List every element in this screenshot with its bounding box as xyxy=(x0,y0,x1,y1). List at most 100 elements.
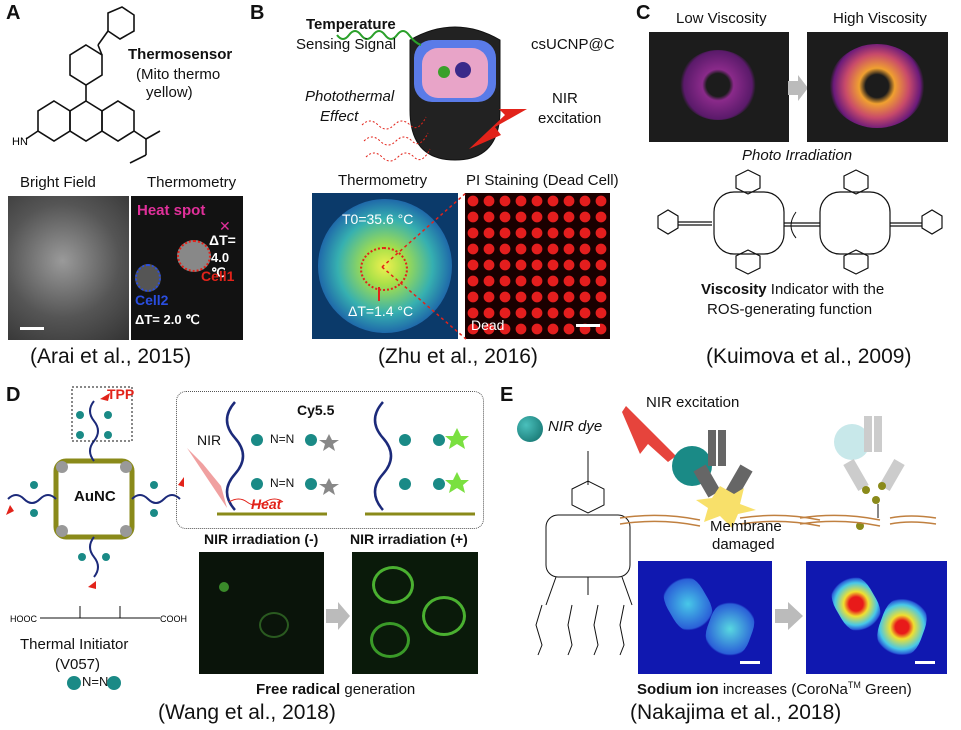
scale-bar xyxy=(20,327,44,330)
dt-arrow xyxy=(378,287,380,301)
v057-label: (V057) xyxy=(55,656,101,673)
citation-e: (Nakajima et al., 2018) xyxy=(630,701,842,724)
nir-dye-label: NIR dye xyxy=(548,418,603,435)
irradiation-plus-label: NIR irradiation (+) xyxy=(350,531,468,547)
panel-b-letter: B xyxy=(250,2,265,24)
membrane-line1: Membrane xyxy=(710,518,782,535)
azo-bead-right xyxy=(107,676,121,690)
sodium-caption: Sodium ion increases (CoroNaTM Green) xyxy=(637,680,912,698)
free-radical-rest: generation xyxy=(340,681,416,698)
sodium-image-after xyxy=(806,561,947,674)
low-viscosity-cell xyxy=(679,50,757,120)
sensing-signal-wave xyxy=(336,30,422,46)
scale-bar-b xyxy=(576,324,600,327)
tpp-label: TPP xyxy=(107,386,135,402)
photothermal-line1: Photothermal xyxy=(305,88,395,105)
azo-label-1: N=N xyxy=(270,432,295,446)
nir-arrow-b xyxy=(469,109,527,149)
tm-superscript: TM xyxy=(847,680,861,690)
pi-staining-image: Dead xyxy=(465,193,610,339)
thermosensor-structure: HN xyxy=(12,6,161,164)
membrane-line2: damaged xyxy=(712,536,775,553)
irradiation-minus-label: NIR irradiation (-) xyxy=(204,531,319,547)
zoom-lines-b xyxy=(381,192,467,340)
nir-label-d: NIR xyxy=(197,432,222,448)
svg-text:HOOC: HOOC xyxy=(10,614,38,624)
thermometry-image-b: T0=35.6 °C ΔT=1.4 °C xyxy=(312,193,458,339)
viscosity-rest: Indicator with the xyxy=(766,281,885,298)
high-viscosity-label: High Viscosity xyxy=(833,10,927,27)
hn-label: HN xyxy=(12,136,28,148)
sodium-rest: increases (CoroNa xyxy=(718,681,848,698)
free-radical-arrow xyxy=(326,602,350,630)
phthalocyanine-structure xyxy=(535,451,633,656)
svg-text:COOH: COOH xyxy=(160,614,187,624)
viscosity-bold: Viscosity xyxy=(701,281,767,298)
citation-c: (Kuimova et al., 2009) xyxy=(706,345,912,368)
thermometry-image-a: Heat spot ✕ ΔT= 4.0 ℃ Cell1 Cell2 ΔT= 2.… xyxy=(131,196,243,340)
mechanism-inset: N=N N=N Cy5.5 NIR Heat xyxy=(176,391,484,529)
citation-b: (Zhu et al., 2016) xyxy=(378,345,538,368)
cell1-outline xyxy=(177,240,211,272)
panel-a-letter: A xyxy=(6,2,21,24)
citation-d: (Wang et al., 2018) xyxy=(158,701,336,724)
photothermal-line2: Effect xyxy=(320,108,359,125)
antibody-schematic xyxy=(619,406,937,530)
mechanism-drawing xyxy=(187,401,475,516)
nir-line1: NIR xyxy=(552,90,578,107)
temp-signal-line2: Sensing Signal xyxy=(296,36,397,53)
temp-signal-line1: Temperature xyxy=(306,16,396,33)
panel-d-letter: D xyxy=(6,384,21,406)
sodium-bold: Sodium ion xyxy=(637,681,719,698)
thermometry-label-b: Thermometry xyxy=(338,172,428,189)
aunc-nanocluster-schematic xyxy=(6,386,184,589)
sodium-image-before xyxy=(638,561,772,674)
azo-icon-label: N=N xyxy=(82,674,109,689)
ros-label: ROS-generating function xyxy=(707,301,873,318)
azo-label-2: N=N xyxy=(270,476,295,490)
nir-dye-icon xyxy=(517,416,543,442)
bright-field-label: Bright Field xyxy=(20,174,96,191)
free-radical-bold: Free radical xyxy=(256,681,341,698)
high-viscosity-cell xyxy=(829,44,925,128)
cell2-label: Cell2 xyxy=(135,292,169,308)
panel-c-letter: C xyxy=(636,2,651,24)
nir-minus-image xyxy=(199,552,324,674)
viscosity-arrow xyxy=(788,75,808,101)
dt1-value: 4.0 ℃ xyxy=(211,250,230,280)
photothermal-waves xyxy=(361,116,431,162)
high-viscosity-image xyxy=(807,32,948,142)
cy55-label: Cy5.5 xyxy=(297,402,335,418)
heat-label: Heat xyxy=(251,496,282,512)
heat-spot-marker: ✕ xyxy=(219,218,231,234)
thermosensor-subtitle-2: yellow) xyxy=(146,84,193,101)
photo-irradiation-label: Photo Irradiation xyxy=(742,147,853,164)
heat-spot-label: Heat spot xyxy=(137,202,206,219)
nir-excitation-label: NIR excitation xyxy=(646,394,740,411)
sodium-arrow xyxy=(775,602,803,630)
aunc-label: AuNC xyxy=(74,488,116,505)
particle-label: csUCNP@C xyxy=(531,36,615,53)
dt-label-b: ΔT=1.4 °C xyxy=(348,303,414,319)
v057-structure: HOOC COOH xyxy=(10,606,187,624)
thermosensor-subtitle-1: (Mito thermo xyxy=(136,66,221,83)
scale-bar-e2 xyxy=(915,661,935,664)
cell1-label: Cell1 xyxy=(201,268,235,284)
thermal-initiator-label: Thermal Initiator xyxy=(20,636,129,653)
viscosity-line1: Viscosity Indicator with the xyxy=(701,281,884,298)
t0-label: T0=35.6 °C xyxy=(342,211,414,227)
heat-region xyxy=(360,247,408,291)
scale-bar-e1 xyxy=(740,661,760,664)
bright-field-image xyxy=(8,196,129,340)
panel-e-letter: E xyxy=(500,384,514,406)
nir-plus-image xyxy=(352,552,478,674)
citation-a: (Arai et al., 2015) xyxy=(30,345,192,368)
thermosensor-title: Thermosensor xyxy=(128,46,233,63)
dt1-label: ΔT= xyxy=(209,232,236,248)
dt2-label: ΔT= 2.0 ℃ xyxy=(135,312,200,327)
low-viscosity-image xyxy=(649,32,789,142)
cell2-outline xyxy=(135,264,161,292)
thermometry-label-a: Thermometry xyxy=(147,174,237,191)
dead-label: Dead xyxy=(471,317,505,333)
azo-bead-left xyxy=(67,676,81,690)
